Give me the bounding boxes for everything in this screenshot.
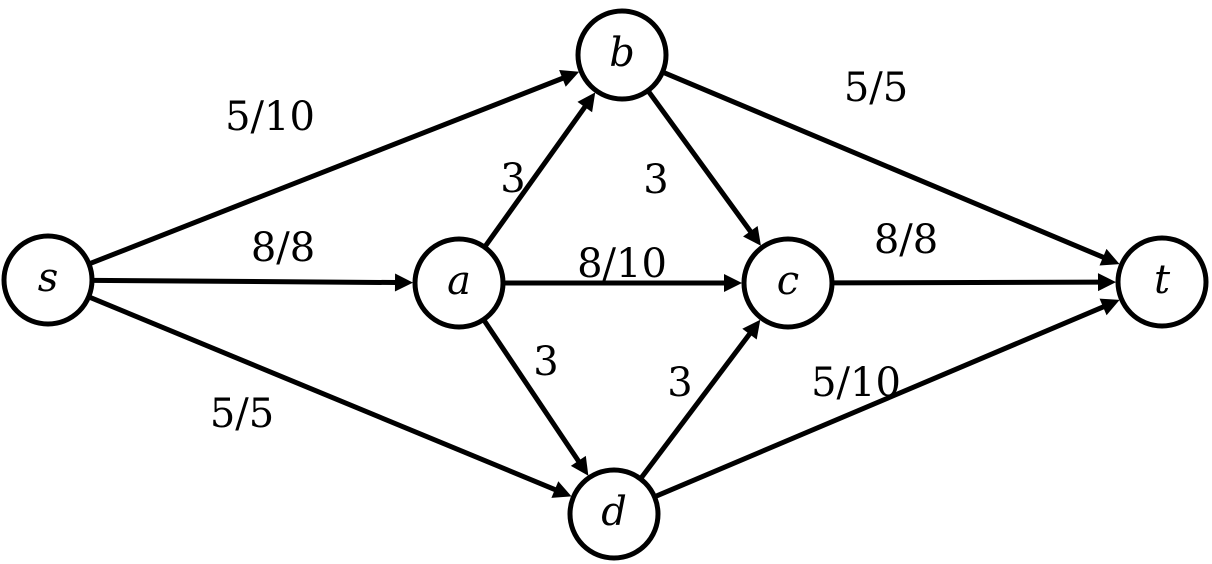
arrow-head-icon bbox=[743, 225, 761, 246]
edge-d-t bbox=[653, 298, 1120, 500]
edge-a-c bbox=[503, 274, 742, 292]
node-s: s bbox=[1, 233, 95, 327]
node-label: t bbox=[1154, 257, 1171, 303]
node-label: d bbox=[601, 489, 627, 535]
edge-b-c bbox=[645, 89, 761, 246]
edge-line bbox=[831, 279, 1101, 286]
node-a: a bbox=[412, 236, 506, 330]
node-label: b bbox=[609, 30, 635, 76]
node-circle bbox=[741, 236, 835, 330]
edges-layer bbox=[87, 69, 1120, 500]
edge-label-c-t: 8/8 bbox=[874, 217, 938, 263]
arrow-head-icon bbox=[742, 319, 761, 340]
node-c: c bbox=[741, 236, 835, 330]
edge-b-t bbox=[661, 69, 1120, 266]
arrow-head-icon bbox=[551, 481, 572, 498]
node-circle bbox=[412, 236, 506, 330]
node-circle bbox=[567, 467, 661, 561]
arrow-head-icon bbox=[577, 92, 596, 113]
edge-line bbox=[88, 75, 566, 267]
node-label: s bbox=[38, 255, 59, 301]
edge-label-a-c: 8/10 bbox=[577, 241, 667, 287]
arrow-head-icon bbox=[724, 274, 742, 292]
edge-a-d bbox=[481, 318, 589, 476]
arrow-head-icon bbox=[570, 455, 589, 476]
edge-s-a bbox=[91, 273, 414, 292]
node-circle bbox=[1115, 235, 1209, 329]
edge-label-a-b: 3 bbox=[500, 156, 525, 202]
node-d: d bbox=[567, 467, 661, 561]
arrow-head-icon bbox=[559, 69, 580, 87]
arrow-head-icon bbox=[1099, 298, 1120, 316]
edge-c-t bbox=[831, 273, 1117, 292]
edge-line bbox=[91, 277, 398, 286]
node-circle bbox=[575, 8, 669, 102]
edge-label-s-a: 8/8 bbox=[251, 225, 315, 271]
arrow-head-icon bbox=[394, 273, 414, 292]
arrow-head-icon bbox=[1099, 248, 1120, 266]
edge-a-b bbox=[482, 92, 596, 249]
edge-label-b-t: 5/5 bbox=[844, 65, 908, 111]
edge-line bbox=[482, 103, 588, 249]
edge-line bbox=[645, 89, 754, 235]
edge-label-b-c: 3 bbox=[643, 157, 668, 203]
edge-s-d bbox=[87, 294, 572, 498]
node-label: a bbox=[447, 258, 471, 304]
edge-label-d-c: 3 bbox=[667, 360, 692, 406]
edge-label-s-b: 5/10 bbox=[225, 94, 315, 140]
edge-line bbox=[653, 303, 1106, 500]
node-label: c bbox=[777, 258, 799, 304]
edge-label-a-d: 3 bbox=[533, 339, 558, 385]
edge-label-s-d: 5/5 bbox=[210, 391, 274, 437]
edge-line bbox=[481, 318, 582, 464]
edge-d-c bbox=[638, 319, 761, 481]
arrow-head-icon bbox=[1097, 273, 1117, 292]
edge-line bbox=[661, 69, 1106, 261]
node-b: b bbox=[575, 8, 669, 102]
nodes-layer: s a b c d t bbox=[1, 8, 1209, 561]
edge-line bbox=[87, 294, 558, 493]
node-t: t bbox=[1115, 235, 1209, 329]
node-circle bbox=[1, 233, 95, 327]
edge-label-d-t: 5/10 bbox=[811, 360, 901, 406]
edge-s-b bbox=[88, 69, 580, 267]
edge-labels-layer: 5/10 8/8 5/5 3 8/10 3 3 5/5 3 8/8 5/10 bbox=[210, 65, 938, 437]
edge-line bbox=[638, 331, 753, 481]
